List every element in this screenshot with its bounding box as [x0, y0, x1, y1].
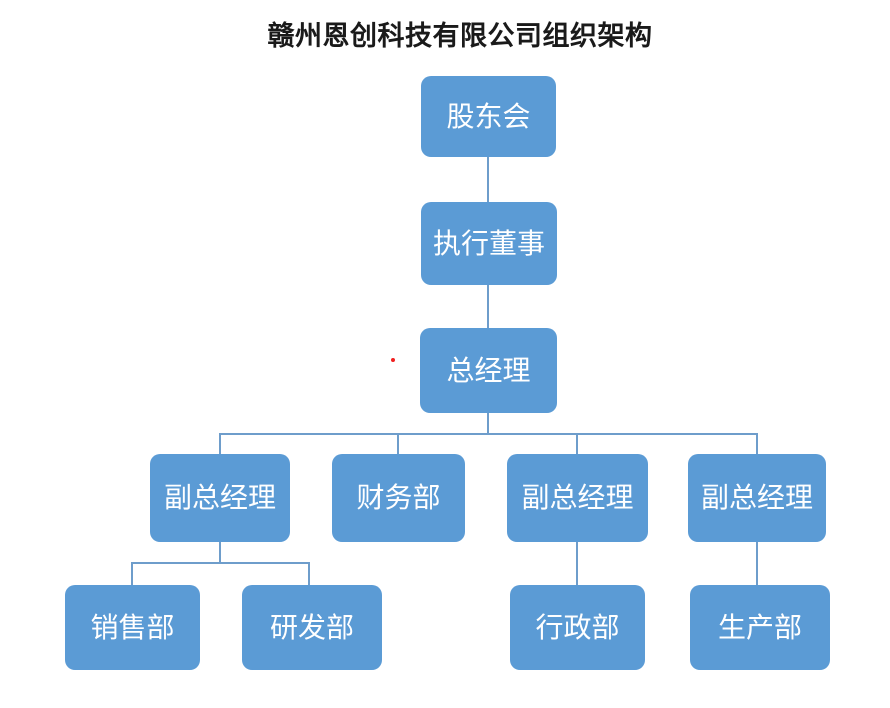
org-node-rnd-dept[interactable]: 研发部	[242, 585, 382, 670]
stray-red-dot	[391, 358, 395, 362]
connector-level4-bus	[219, 433, 758, 435]
connector-deputy-gm-2-admin	[576, 542, 578, 585]
org-node-executive-director[interactable]: 执行董事	[421, 202, 557, 285]
connector-level5-bus	[131, 562, 310, 564]
connector-deputy-gm-1-riser	[219, 542, 221, 563]
connector-drop-deputy-gm-2	[576, 433, 578, 454]
connector-drop-finance	[397, 433, 399, 454]
org-node-sales-dept[interactable]: 销售部	[65, 585, 200, 670]
org-node-admin-dept[interactable]: 行政部	[510, 585, 645, 670]
org-node-deputy-gm-1[interactable]: 副总经理	[150, 454, 290, 542]
org-node-shareholders-meeting[interactable]: 股东会	[421, 76, 556, 157]
org-node-deputy-gm-3[interactable]: 副总经理	[688, 454, 826, 542]
org-node-finance-dept[interactable]: 财务部	[332, 454, 465, 542]
connector-drop-deputy-gm-3	[756, 433, 758, 454]
connector-deputy-gm-3-production	[756, 542, 758, 585]
connector-drop-rd	[308, 562, 310, 585]
connector-drop-deputy-gm-1	[219, 433, 221, 454]
connector-drop-sales	[131, 562, 133, 585]
org-node-deputy-gm-2[interactable]: 副总经理	[507, 454, 648, 542]
connector-gm-riser	[487, 413, 489, 434]
org-node-production-dept[interactable]: 生产部	[690, 585, 830, 670]
page-title: 赣州恩创科技有限公司组织架构	[267, 21, 653, 51]
org-node-general-manager[interactable]: 总经理	[420, 328, 557, 413]
connector-shareholders-director	[487, 157, 489, 202]
connector-director-gm	[487, 285, 489, 328]
